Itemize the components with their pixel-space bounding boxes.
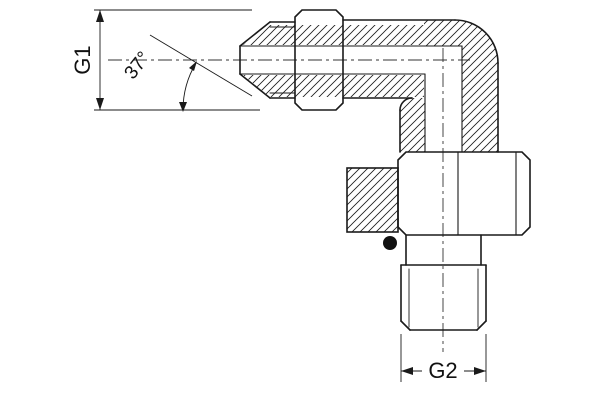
- angle-leader-line: [149, 34, 253, 97]
- lock-nut: [397, 151, 531, 236]
- section-hatch-left-column: [400, 98, 425, 152]
- centerlines: [108, 48, 470, 352]
- washer: [346, 167, 399, 233]
- g2-arrow-right: [474, 367, 486, 375]
- angle-annotation: [149, 34, 253, 112]
- dimension-g2: [400, 334, 487, 382]
- upper-hex-nut: [294, 9, 344, 111]
- fitting-body-outline: [239, 9, 531, 331]
- section-hatch-upper-bottom: [243, 75, 424, 97]
- g1-arrow-up: [96, 10, 104, 22]
- dimension-g1-label: G1: [70, 45, 95, 74]
- angle-arrow-top: [189, 61, 197, 71]
- section-hatch-elbow: [424, 20, 498, 152]
- section-hatch-washer: [347, 168, 398, 232]
- lower-thread: [400, 234, 487, 331]
- g1-arrow-down: [96, 98, 104, 110]
- hatch-regions: [243, 20, 498, 232]
- g2-arrow-left: [401, 367, 413, 375]
- flare-cone: [239, 21, 271, 99]
- bore-lines: [239, 45, 463, 153]
- o-ring: [383, 236, 397, 250]
- dimension-g1: [94, 9, 260, 111]
- dimension-g2-label: G2: [428, 358, 457, 383]
- angle-arrow-bottom: [179, 102, 187, 112]
- elbow-body: [342, 19, 499, 153]
- upper-thread: [269, 21, 296, 99]
- section-hatch-upper-top: [243, 25, 424, 45]
